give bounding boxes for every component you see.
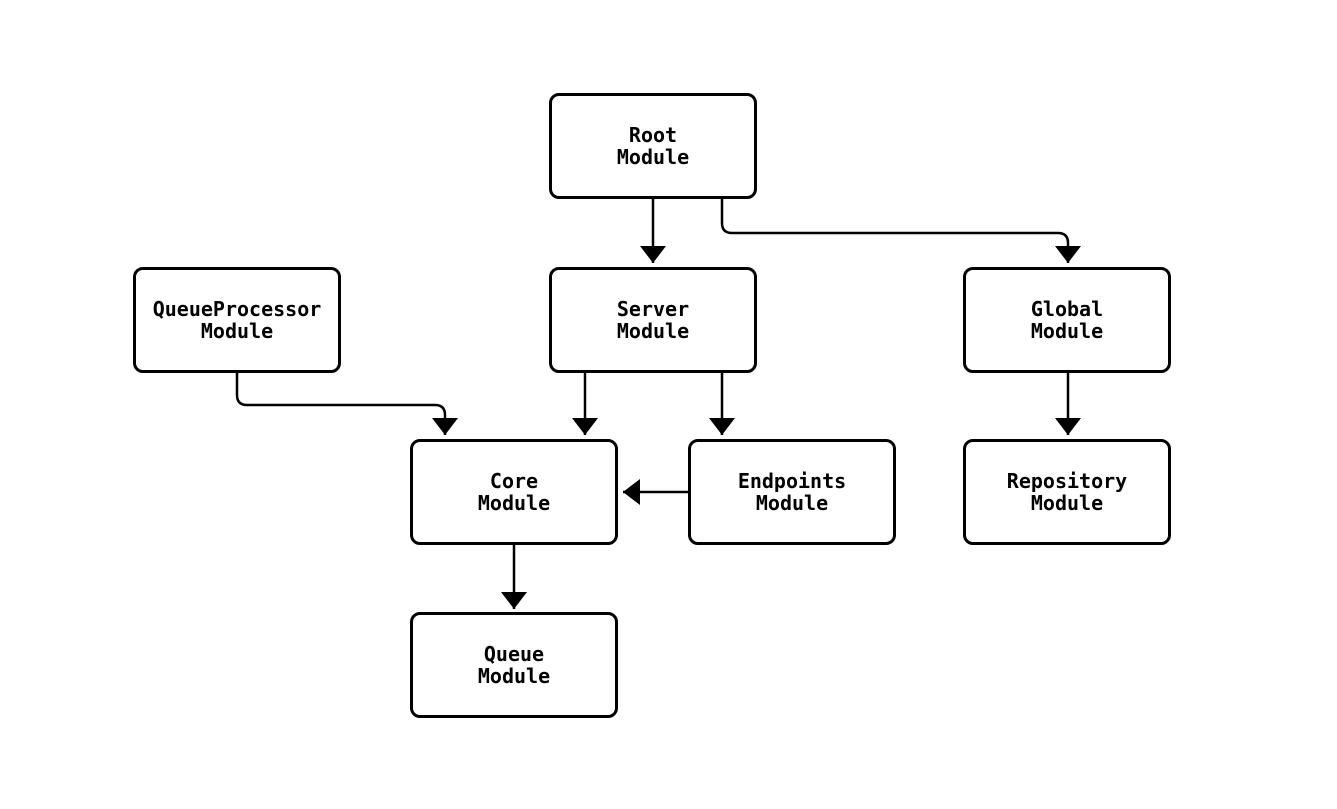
node-server-module: Server Module <box>549 267 757 373</box>
node-queue-module-label: Queue Module <box>477 642 551 688</box>
node-endpoints-module-label: Endpoints Module <box>737 469 847 515</box>
node-root-module-label: Root Module <box>616 123 690 169</box>
node-queueprocessor-module-label: QueueProcessor Module <box>152 297 322 343</box>
node-global-module-label: Global Module <box>1030 297 1104 343</box>
node-repository-module-label: Repository Module <box>1006 469 1128 515</box>
edge-root-to-global <box>720 199 1081 263</box>
node-repository-module: Repository Module <box>963 439 1171 545</box>
node-core-module: Core Module <box>410 439 618 545</box>
node-global-module: Global Module <box>963 267 1171 373</box>
node-queue-module: Queue Module <box>410 612 618 718</box>
node-server-module-label: Server Module <box>616 297 690 343</box>
node-queueprocessor-module: QueueProcessor Module <box>133 267 341 373</box>
node-endpoints-module: Endpoints Module <box>688 439 896 545</box>
node-root-module: Root Module <box>549 93 757 199</box>
node-core-module-label: Core Module <box>477 469 551 515</box>
edge-queueprocessor-to-core <box>235 373 458 435</box>
